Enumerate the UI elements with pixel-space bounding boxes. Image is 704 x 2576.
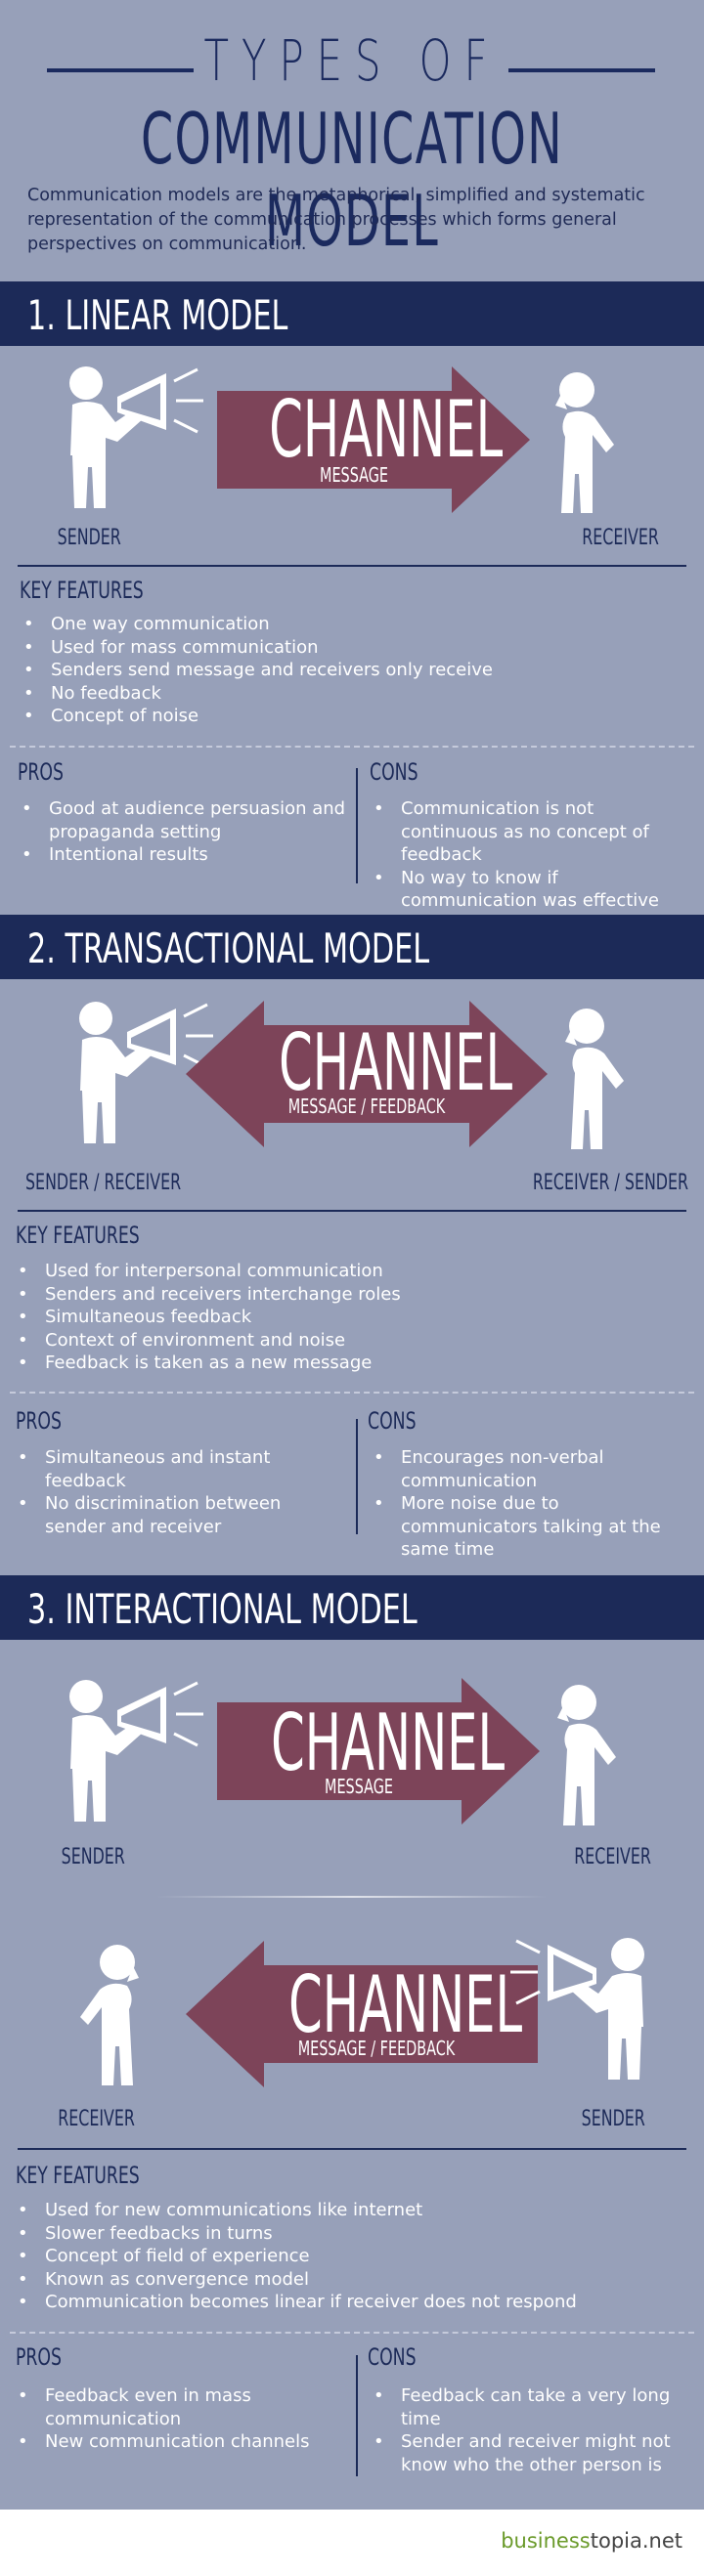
channel-sublabel: MESSAGE / FEEDBACK: [287, 1095, 446, 1118]
list-item: Concept of noise: [20, 705, 665, 728]
listener-figure-icon: [80, 1945, 139, 2085]
list-item: Simultaneous and instant feedback: [14, 1446, 346, 1492]
listener-figure-icon: [555, 372, 614, 513]
divider: [18, 2148, 686, 2150]
section-heading: 3. INTERACTIONAL MODEL: [27, 1585, 418, 1633]
receiver-sender-label: RECEIVER / SENDER: [532, 1171, 689, 1195]
listener-figure-icon: [557, 1685, 616, 1825]
cons-list: Feedback can take a very long time Sende…: [370, 2384, 692, 2476]
key-features-heading: KEY FEATURES: [16, 2162, 140, 2189]
list-item: Good at audience persuasion and propagan…: [18, 797, 350, 843]
section-band-transactional: 2. TRANSACTIONAL MODEL: [0, 915, 704, 979]
list-item: Slower feedbacks in turns: [14, 2222, 679, 2246]
section-heading: 1. LINEAR MODEL: [27, 291, 288, 339]
dashed-divider: [10, 2332, 694, 2334]
arrow-right-icon: [217, 366, 530, 513]
list-item: New communication channels: [14, 2430, 346, 2454]
features-list: Used for new communications like interne…: [14, 2199, 679, 2314]
channel-label: CHANNEL: [271, 1697, 506, 1788]
pros-cons-divider: [356, 768, 358, 883]
divider: [18, 565, 686, 567]
page-title: COMMUNICATION MODEL: [140, 98, 564, 262]
list-item: No discrimination between sender and rec…: [14, 1492, 346, 1538]
title-rule-right: [508, 68, 655, 72]
cons-list: Communication is not continuous as no co…: [370, 797, 692, 913]
dashed-divider: [10, 1392, 694, 1394]
brand-part-b: topia.net: [590, 2529, 682, 2553]
list-item: Senders and receivers interchange roles: [14, 1283, 659, 1307]
list-item: Feedback is taken as a new message: [14, 1352, 659, 1375]
soft-divider: [156, 1896, 548, 1898]
megaphone-speaker-figure-icon: [67, 1678, 205, 1824]
key-features-heading: KEY FEATURES: [20, 577, 144, 604]
pros-cons-divider: [356, 1419, 358, 1534]
channel-sublabel: MESSAGE / FEEDBACK: [297, 2037, 456, 2060]
channel-sublabel: MESSAGE: [320, 463, 388, 487]
pros-list: Feedback even in mass communication New …: [14, 2384, 346, 2454]
brand-part-a: business: [501, 2529, 591, 2553]
pros-list: Simultaneous and instant feedback No dis…: [14, 1446, 346, 1538]
list-item: Feedback even in mass communication: [14, 2384, 346, 2430]
brand-link[interactable]: businesstopia.net: [501, 2529, 682, 2553]
arrow-left-icon: [186, 1941, 538, 2087]
intro-text: Communication models are the metaphorica…: [27, 186, 645, 254]
section-heading: 2. TRANSACTIONAL MODEL: [27, 924, 430, 972]
receiver-label: RECEIVER: [582, 526, 659, 550]
sender-label: SENDER: [581, 2107, 645, 2131]
pros-heading: PROS: [18, 758, 65, 786]
list-item: Known as convergence model: [14, 2268, 679, 2292]
receiver-label: RECEIVER: [58, 2107, 135, 2131]
divider: [18, 1210, 686, 1212]
list-item: Senders send message and receivers only …: [20, 659, 665, 682]
listener-figure-icon: [565, 1009, 624, 1149]
list-item: Used for mass communication: [20, 636, 665, 660]
list-item: Feedback can take a very long time: [370, 2384, 692, 2430]
cons-heading: CONS: [370, 758, 418, 786]
list-item: Context of environment and noise: [14, 1329, 659, 1352]
channel-sublabel: MESSAGE: [325, 1775, 393, 1798]
key-features-heading: KEY FEATURES: [16, 1222, 140, 1249]
list-item: One way communication: [20, 613, 665, 636]
title-rule-left: [47, 68, 194, 72]
section-band-linear: 1. LINEAR MODEL: [0, 281, 704, 346]
list-item: Intentional results: [18, 843, 350, 867]
features-list: Used for interpersonal communication Sen…: [14, 1260, 659, 1375]
title-top: TYPES OF: [203, 27, 501, 94]
dashed-divider: [10, 746, 694, 748]
list-item: Used for interpersonal communication: [14, 1260, 659, 1283]
pros-heading: PROS: [16, 1407, 63, 1435]
footer: businesstopia.net: [0, 2510, 704, 2576]
cons-heading: CONS: [368, 1407, 417, 1435]
receiver-label: RECEIVER: [574, 1845, 651, 1869]
list-item: Communication is not continuous as no co…: [370, 797, 692, 867]
megaphone-speaker-figure-icon: [67, 365, 205, 510]
list-item: Concept of field of experience: [14, 2245, 679, 2268]
list-item: No feedback: [20, 682, 665, 706]
megaphone-speaker-figure-icon: [508, 1936, 646, 2082]
list-item: Communication becomes linear if receiver…: [14, 2291, 679, 2314]
list-item: Simultaneous feedback: [14, 1306, 659, 1329]
channel-label: CHANNEL: [269, 384, 504, 475]
arrow-right-icon: [217, 1678, 540, 1825]
list-item: Used for new communications like interne…: [14, 2199, 679, 2222]
list-item: More noise due to communicators talking …: [370, 1492, 692, 1562]
list-item: Encourages non-verbal communication: [370, 1446, 692, 1492]
list-item: Sender and receiver might not know who t…: [370, 2430, 692, 2476]
channel-label: CHANNEL: [288, 1959, 523, 2050]
cons-heading: CONS: [368, 2343, 417, 2371]
pros-heading: PROS: [16, 2343, 63, 2371]
double-arrow-icon: [186, 1001, 548, 1147]
section-band-interactional: 3. INTERACTIONAL MODEL: [0, 1575, 704, 1640]
sender-label: SENDER: [57, 526, 121, 550]
sender-receiver-label: SENDER / RECEIVER: [25, 1171, 182, 1195]
sender-label: SENDER: [61, 1845, 125, 1869]
cons-list: Encourages non-verbal communication More…: [370, 1446, 692, 1562]
pros-list: Good at audience persuasion and propagan…: [18, 797, 350, 867]
features-list: One way communication Used for mass comm…: [20, 613, 665, 728]
pros-cons-divider: [356, 2355, 358, 2476]
channel-label: CHANNEL: [279, 1017, 513, 1108]
list-item: No way to know if communication was effe…: [370, 867, 692, 913]
